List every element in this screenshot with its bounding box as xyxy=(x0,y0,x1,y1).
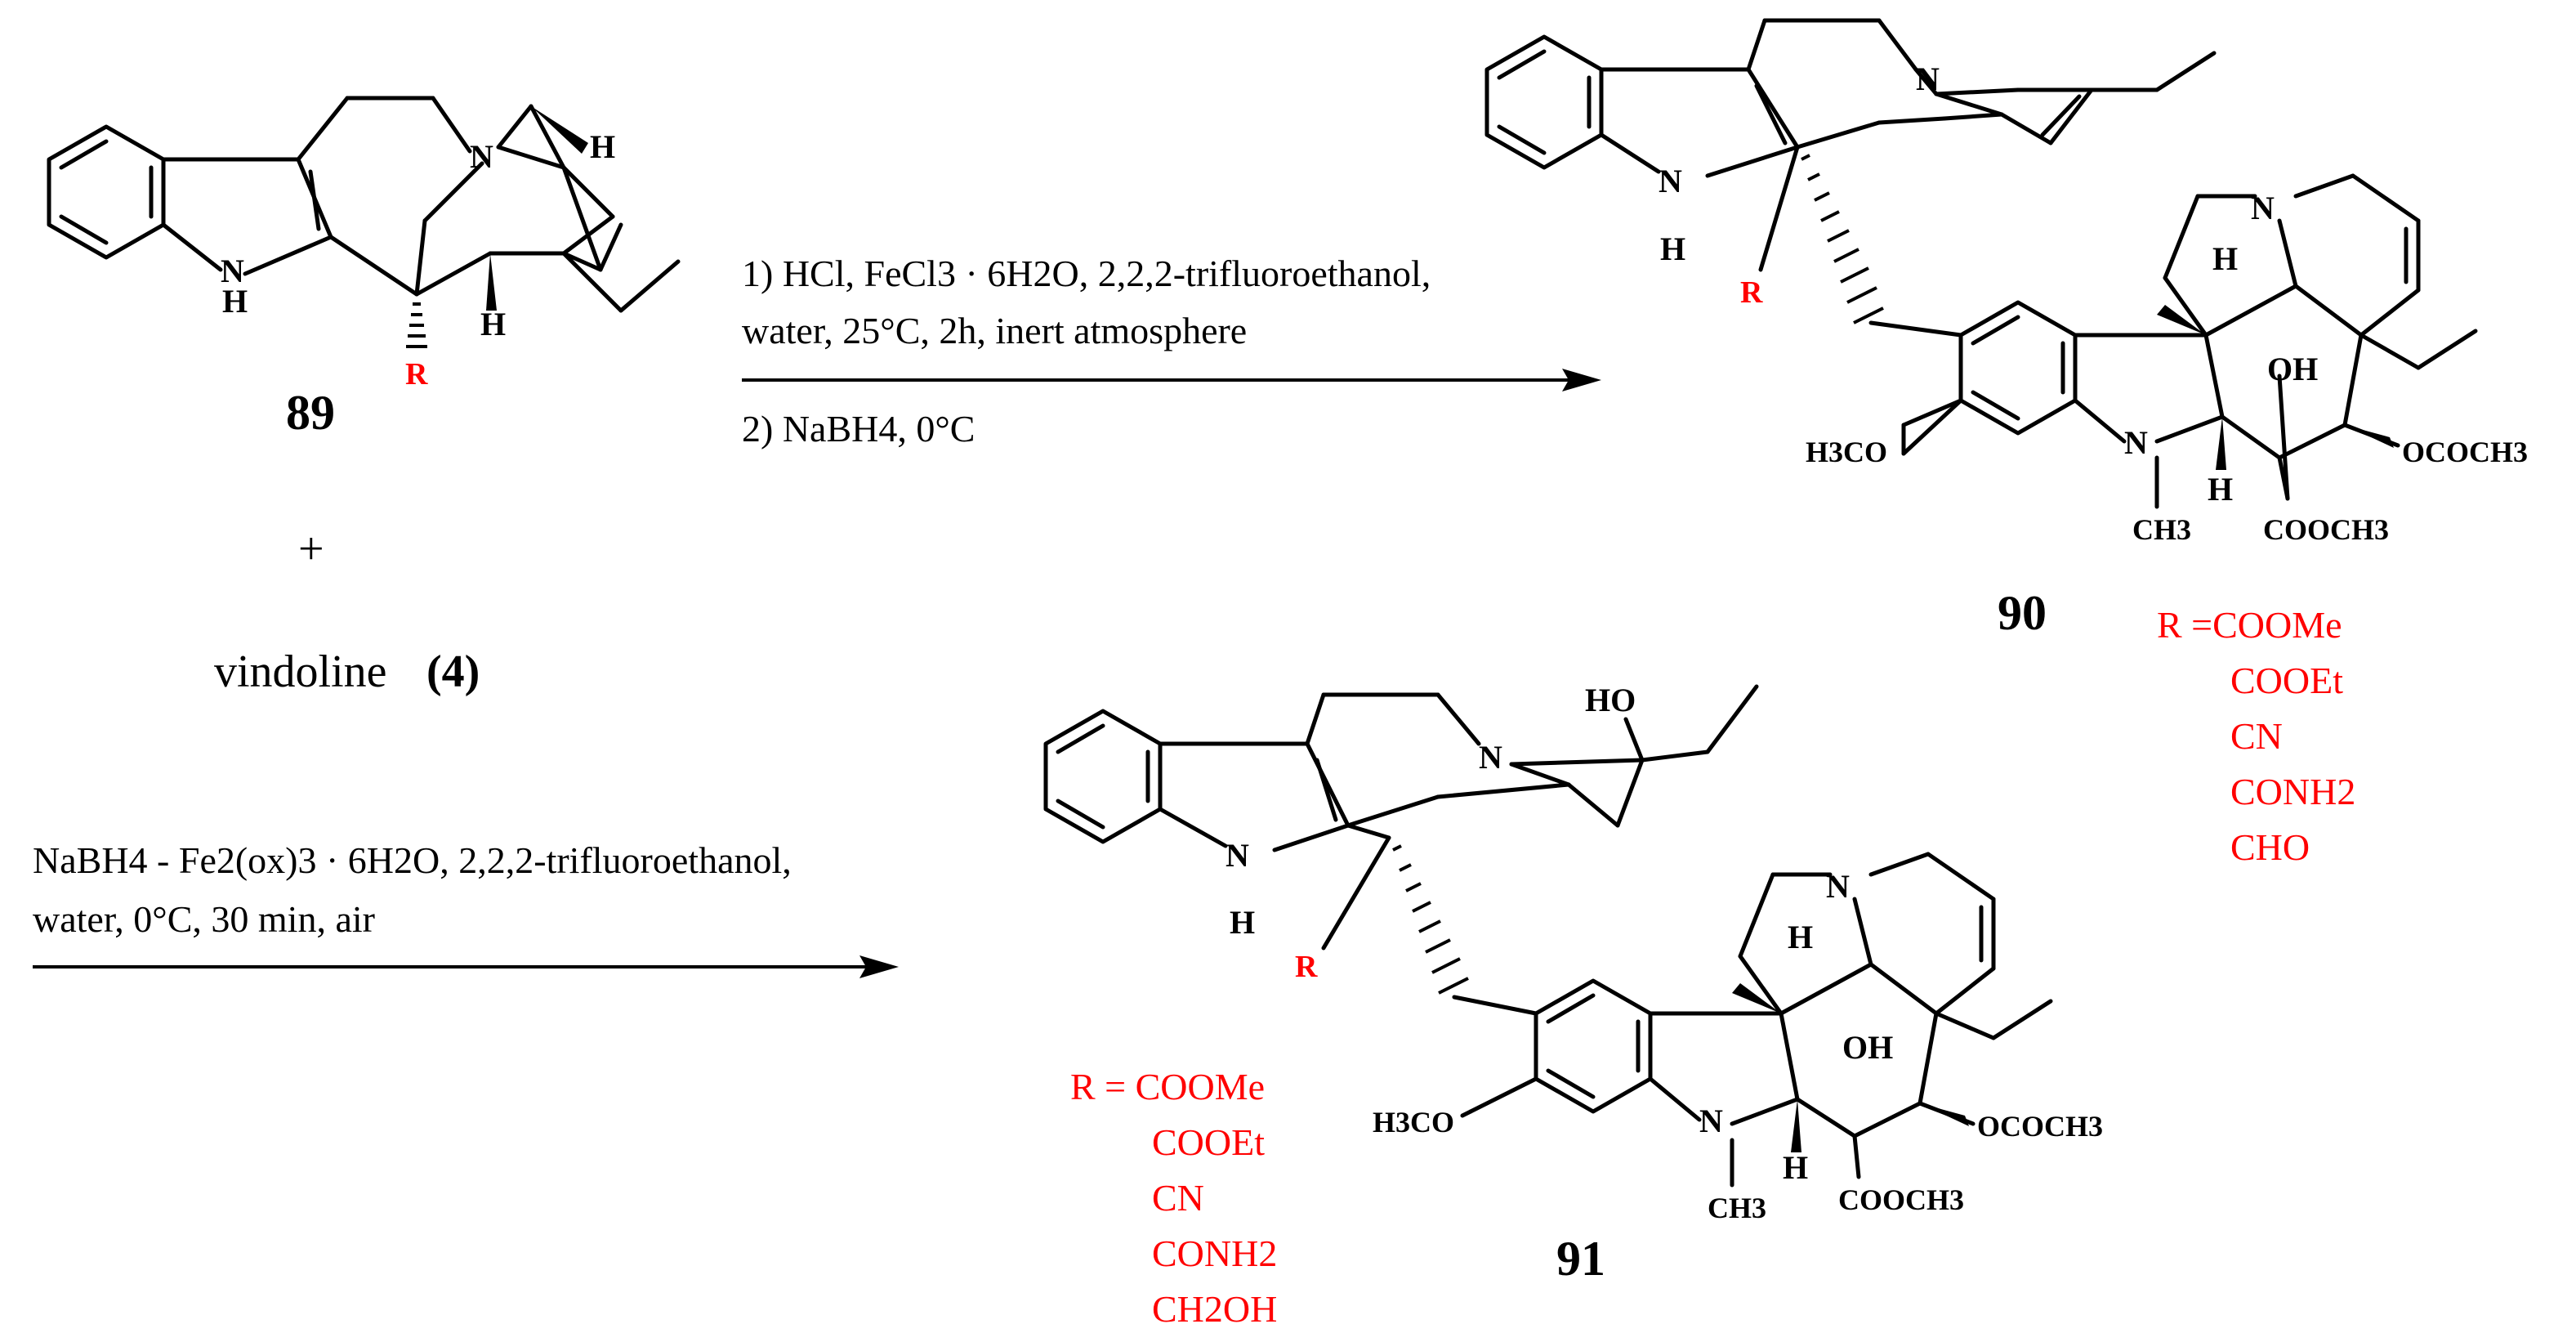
reaction1-line3: 2) NaBH4, 0°C xyxy=(742,408,975,450)
r-def-item: CONH2 xyxy=(2230,771,2355,812)
atom-n-indole: N xyxy=(1659,163,1682,199)
atom-n-vindoline: N xyxy=(1826,868,1850,905)
r-def-item: CH2OH xyxy=(1152,1288,1277,1330)
reaction1-arrow xyxy=(742,369,1601,391)
r-group-label: R xyxy=(1740,275,1763,310)
atom-h-indole: H xyxy=(1230,904,1255,941)
plus-sign: + xyxy=(298,524,324,575)
atom-cooch3: COOCH3 xyxy=(2263,513,2389,546)
atom-n: N xyxy=(470,138,493,175)
r-def-item: COOEt xyxy=(1152,1121,1265,1163)
atom-h3co: H3CO xyxy=(1373,1106,1454,1138)
compound-91-structure xyxy=(1043,684,2053,1188)
r-def-item: R = COOMe xyxy=(1070,1066,1265,1107)
atom-h-bottom: H xyxy=(480,306,506,342)
reaction2-line2: water, 0°C, 30 min, air xyxy=(33,898,375,940)
r-def-item: CONH2 xyxy=(1152,1232,1277,1274)
atom-h-indole: H xyxy=(1660,230,1685,267)
atom-n-indole: N xyxy=(221,253,244,289)
r-def-item: CHO xyxy=(2230,826,2310,868)
atom-n-indole: N xyxy=(1225,837,1249,874)
compound-89-structure xyxy=(47,96,681,348)
atom-ch3: CH3 xyxy=(2132,513,2191,546)
atom-h-indole: H xyxy=(222,283,248,320)
atom-n-methyl: N xyxy=(2124,424,2148,461)
atom-ho: HO xyxy=(1585,682,1636,718)
atom-ococh3: OCOCH3 xyxy=(2402,436,2528,468)
r-def-item: CN xyxy=(2230,715,2283,757)
atom-ococh3: OCOCH3 xyxy=(1977,1110,2103,1143)
atom-oh: OH xyxy=(2267,351,2318,387)
atom-h-vindoline: H xyxy=(2212,240,2238,277)
compound-90-structure xyxy=(1484,18,2478,509)
r-def-item: CN xyxy=(1152,1177,1204,1219)
vindoline-number: (4) xyxy=(426,646,480,697)
compound-90-label: 90 xyxy=(1998,586,2047,640)
r-def-item: COOEt xyxy=(2230,660,2343,701)
atom-h-top: H xyxy=(590,128,615,165)
atom-n-methyl: N xyxy=(1699,1103,1723,1139)
atom-cooch3: COOCH3 xyxy=(1838,1183,1964,1216)
r-definitions-91: R = COOMe COOEt CN CONH2 CH2OH xyxy=(1070,1066,1277,1330)
r-definitions-90: R =COOMe COOEt CN CONH2 CHO xyxy=(2157,604,2355,868)
compound-89-label: 89 xyxy=(286,386,335,440)
r-group-label: R xyxy=(1295,950,1318,984)
r-def-item: R =COOMe xyxy=(2157,604,2342,646)
compound-91-label: 91 xyxy=(1556,1232,1605,1286)
atom-n-vindoline: N xyxy=(2251,190,2275,226)
atom-h3co: H3CO xyxy=(1806,436,1887,468)
atom-h-low: H xyxy=(1783,1149,1808,1186)
reaction2-line1: NaBH4 - Fe2(ox)3 · 6H2O, 2,2,2-trifluoro… xyxy=(33,839,792,881)
atom-n-top: N xyxy=(1916,60,1940,97)
r-group-label: R xyxy=(405,357,428,391)
reaction1-line1: 1) HCl, FeCl3 · 6H2O, 2,2,2-trifluoroeth… xyxy=(742,253,1431,294)
atom-ch3: CH3 xyxy=(1708,1192,1766,1224)
atom-n-top: N xyxy=(1479,739,1502,776)
reaction1-line2: water, 25°C, 2h, inert atmosphere xyxy=(742,310,1247,351)
atom-h-vindoline: H xyxy=(1788,919,1813,955)
vindoline-name: vindoline xyxy=(214,646,387,697)
atom-oh: OH xyxy=(1842,1029,1893,1066)
reaction2-arrow xyxy=(33,955,899,978)
atom-h-low: H xyxy=(2208,471,2233,508)
